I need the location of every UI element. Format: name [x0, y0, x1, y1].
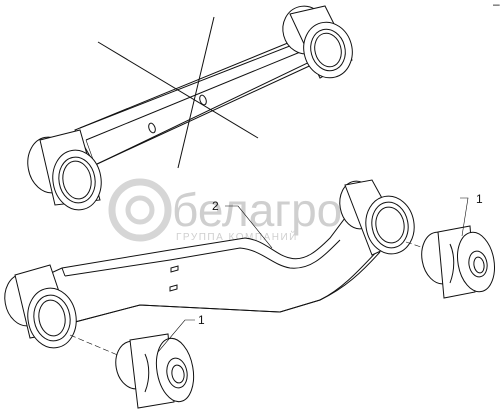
upper-link-left-eye — [27, 129, 102, 211]
watermark-brand: белагро — [172, 184, 342, 236]
corner-mark: – — [493, 0, 500, 11]
callout-part-1-right: 1 — [460, 192, 483, 237]
bushing-right — [405, 225, 495, 299]
watermark-subtitle: ГРУППА КОМПАНИЙ — [176, 230, 298, 243]
lower-link-right-eye — [339, 179, 415, 256]
cross-out-line-b — [177, 16, 215, 169]
cross-out-line-a — [97, 41, 259, 139]
callout-label-2: 2 — [212, 199, 219, 213]
watermark-logo-icon — [108, 178, 172, 242]
lower-link-left-eye — [4, 264, 77, 349]
upper-link-right-eye — [282, 5, 353, 79]
callout-part-1-bottom: 1 — [157, 313, 205, 353]
callout-part-2: 2 — [212, 199, 273, 249]
obsolete-link-upper — [27, 5, 353, 211]
callout-label-1-right: 1 — [476, 192, 483, 206]
bushing-bottom — [69, 333, 195, 409]
watermark: белагро ГРУППА КОМПАНИЙ — [108, 178, 342, 243]
link-part-2 — [4, 179, 415, 349]
callout-label-1-bottom: 1 — [198, 313, 205, 327]
